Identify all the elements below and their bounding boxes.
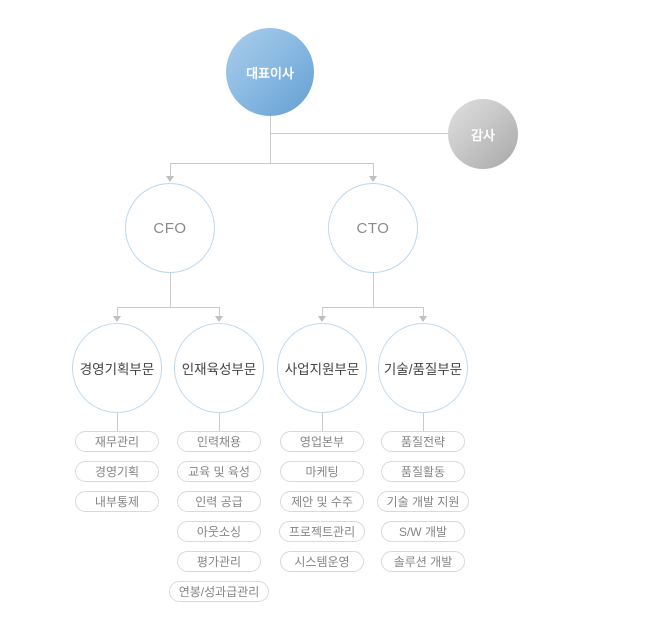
arrow-down-icon: [318, 316, 326, 322]
team-pill: 제안 및 수주: [280, 491, 364, 512]
cfo-node: CFO: [125, 183, 215, 273]
team-pill: 인력 공급: [177, 491, 261, 512]
cto-node: CTO: [328, 183, 418, 273]
auditor-node: 감사: [448, 99, 518, 169]
cfo-label: CFO: [153, 219, 187, 237]
team-pill: 품질전략: [381, 431, 465, 452]
team-list-management-planning: 재무관리 경영기획 내부통제: [52, 431, 182, 512]
team-pill: 연봉/성과급관리: [168, 581, 270, 602]
team-pill: 영업본부: [280, 431, 364, 452]
team-list-tech-quality: 품질전략 품질활동 기술 개발 지원 S/W 개발 솔루션 개발: [358, 431, 488, 572]
connector-d3-pills: [322, 413, 323, 431]
arrow-down-icon: [419, 316, 427, 322]
connector-d1-pills: [117, 413, 118, 431]
team-pill: 교육 및 육성: [177, 461, 261, 482]
connector-d3-stem: [322, 307, 323, 317]
connector-ceo-vertical: [270, 116, 271, 164]
team-pill: 품질활동: [381, 461, 465, 482]
division-node-business-support: 사업지원부문: [277, 323, 367, 413]
team-pill: 기술 개발 지원: [376, 491, 470, 512]
team-pill: 시스템운영: [280, 551, 364, 572]
connector-cto-stem: [373, 163, 374, 176]
division-node-management-planning: 경영기획부문: [72, 323, 162, 413]
team-pill: 솔루션 개발: [381, 551, 465, 572]
connector-auditor-horizontal: [270, 133, 448, 134]
team-list-talent-development: 인력채용 교육 및 육성 인력 공급 아웃소싱 평가관리 연봉/성과급관리: [154, 431, 284, 602]
cto-label: CTO: [356, 219, 390, 237]
arrow-down-icon: [369, 176, 377, 182]
connector-cfo-branch-horizontal: [117, 307, 220, 308]
connector-d1-stem: [117, 307, 118, 317]
connector-d4-pills: [423, 413, 424, 431]
arrow-down-icon: [166, 176, 174, 182]
division-label: 인재육성부문: [181, 362, 257, 377]
connector-d2-pills: [219, 413, 220, 431]
connector-cfo-vertical: [170, 273, 171, 308]
ceo-label: 대표이사: [246, 65, 294, 81]
team-pill: 인력채용: [177, 431, 261, 452]
team-pill: 재무관리: [75, 431, 159, 452]
team-pill: 마케팅: [280, 461, 364, 482]
connector-cto-branch-horizontal: [322, 307, 424, 308]
connector-exec-horizontal: [170, 163, 374, 164]
connector-cto-vertical: [373, 273, 374, 308]
arrow-down-icon: [113, 316, 121, 322]
division-label: 경영기획부문: [79, 362, 155, 377]
connector-d2-stem: [219, 307, 220, 317]
division-node-talent-development: 인재육성부문: [174, 323, 264, 413]
connector-d4-stem: [423, 307, 424, 317]
team-pill: 내부통제: [75, 491, 159, 512]
connector-cfo-stem: [170, 163, 171, 176]
team-pill: 아웃소싱: [177, 521, 261, 542]
team-list-business-support: 영업본부 마케팅 제안 및 수주 프로젝트관리 시스템운영: [257, 431, 387, 572]
division-label: 기술/품질부문: [383, 362, 463, 377]
auditor-label: 감사: [471, 127, 495, 143]
division-label: 사업지원부문: [284, 362, 360, 377]
division-node-tech-quality: 기술/품질부문: [378, 323, 468, 413]
team-pill: 프로젝트관리: [278, 521, 366, 542]
team-pill: 평가관리: [177, 551, 261, 572]
team-pill: S/W 개발: [381, 521, 465, 542]
arrow-down-icon: [215, 316, 223, 322]
team-pill: 경영기획: [75, 461, 159, 482]
ceo-node: 대표이사: [226, 28, 314, 116]
